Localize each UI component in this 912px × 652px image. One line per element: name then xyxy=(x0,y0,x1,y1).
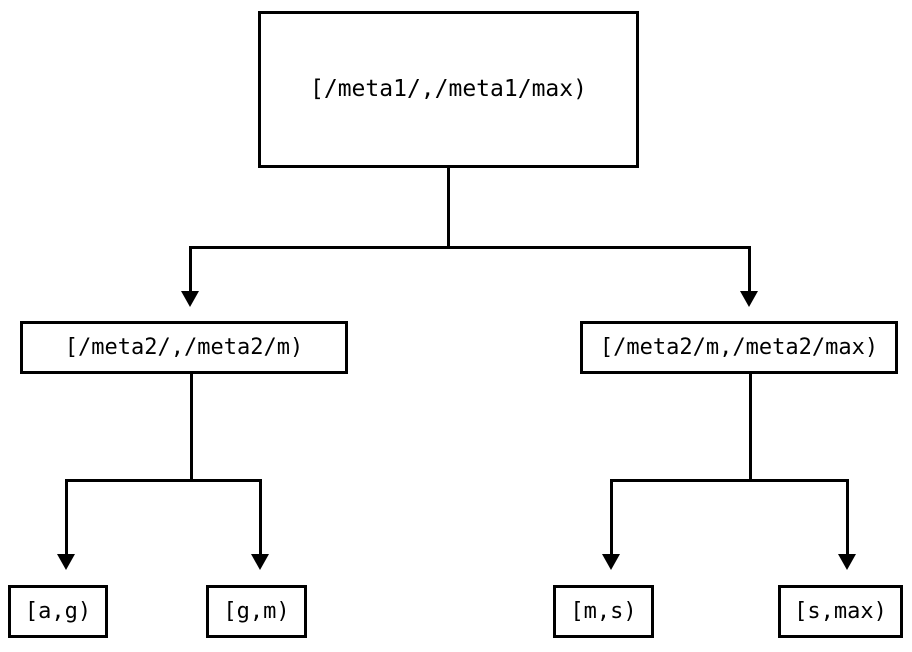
edge-root-to-mid-left-drop xyxy=(189,246,192,293)
node-mid-right[interactable]: [/meta2/m,/meta2/max) xyxy=(580,321,898,374)
edge-mid-right-trunk xyxy=(749,374,752,482)
edge-mid-left-bus-right xyxy=(190,479,262,482)
arrowhead-root-to-mid-left xyxy=(181,291,199,307)
arrowhead-mid-right-to-leaf-ms xyxy=(602,554,620,570)
edge-root-trunk xyxy=(447,168,450,248)
edge-mid-left-trunk xyxy=(190,374,193,482)
edge-root-to-mid-right-drop xyxy=(748,246,751,293)
node-leaf-ms[interactable]: [m,s) xyxy=(553,585,654,638)
arrowhead-mid-left-to-leaf-gm xyxy=(251,554,269,570)
node-root-label: [/meta1/,/meta1/max) xyxy=(310,76,587,102)
edge-root-bus xyxy=(189,246,751,249)
node-leaf-ms-label: [m,s) xyxy=(570,598,637,624)
arrowhead-root-to-mid-right xyxy=(740,291,758,307)
edge-mid-right-bus-right xyxy=(749,479,849,482)
node-leaf-ag-label: [a,g) xyxy=(24,598,92,624)
node-mid-left-label: [/meta2/,/meta2/m) xyxy=(64,334,304,360)
arrowhead-mid-left-to-leaf-ag xyxy=(57,554,75,570)
edge-mid-right-bus xyxy=(610,479,752,482)
edge-mid-left-to-leaf-ag-drop xyxy=(65,479,68,556)
edge-mid-right-to-leaf-smax-drop xyxy=(846,479,849,556)
edge-mid-left-to-leaf-gm-drop xyxy=(259,479,262,556)
node-mid-right-label: [/meta2/m,/meta2/max) xyxy=(599,334,879,360)
node-leaf-gm-label: [g,m) xyxy=(223,598,290,624)
arrowhead-mid-right-to-leaf-smax xyxy=(838,554,856,570)
node-leaf-smax[interactable]: [s,max) xyxy=(778,585,903,638)
node-leaf-ag[interactable]: [a,g) xyxy=(8,585,108,638)
node-mid-left[interactable]: [/meta2/,/meta2/m) xyxy=(20,321,348,374)
edge-mid-left-bus xyxy=(65,479,193,482)
node-leaf-smax-label: [s,max) xyxy=(794,598,887,624)
node-root[interactable]: [/meta1/,/meta1/max) xyxy=(258,11,639,168)
node-leaf-gm[interactable]: [g,m) xyxy=(206,585,307,638)
edge-mid-right-to-leaf-ms-drop xyxy=(610,479,613,556)
